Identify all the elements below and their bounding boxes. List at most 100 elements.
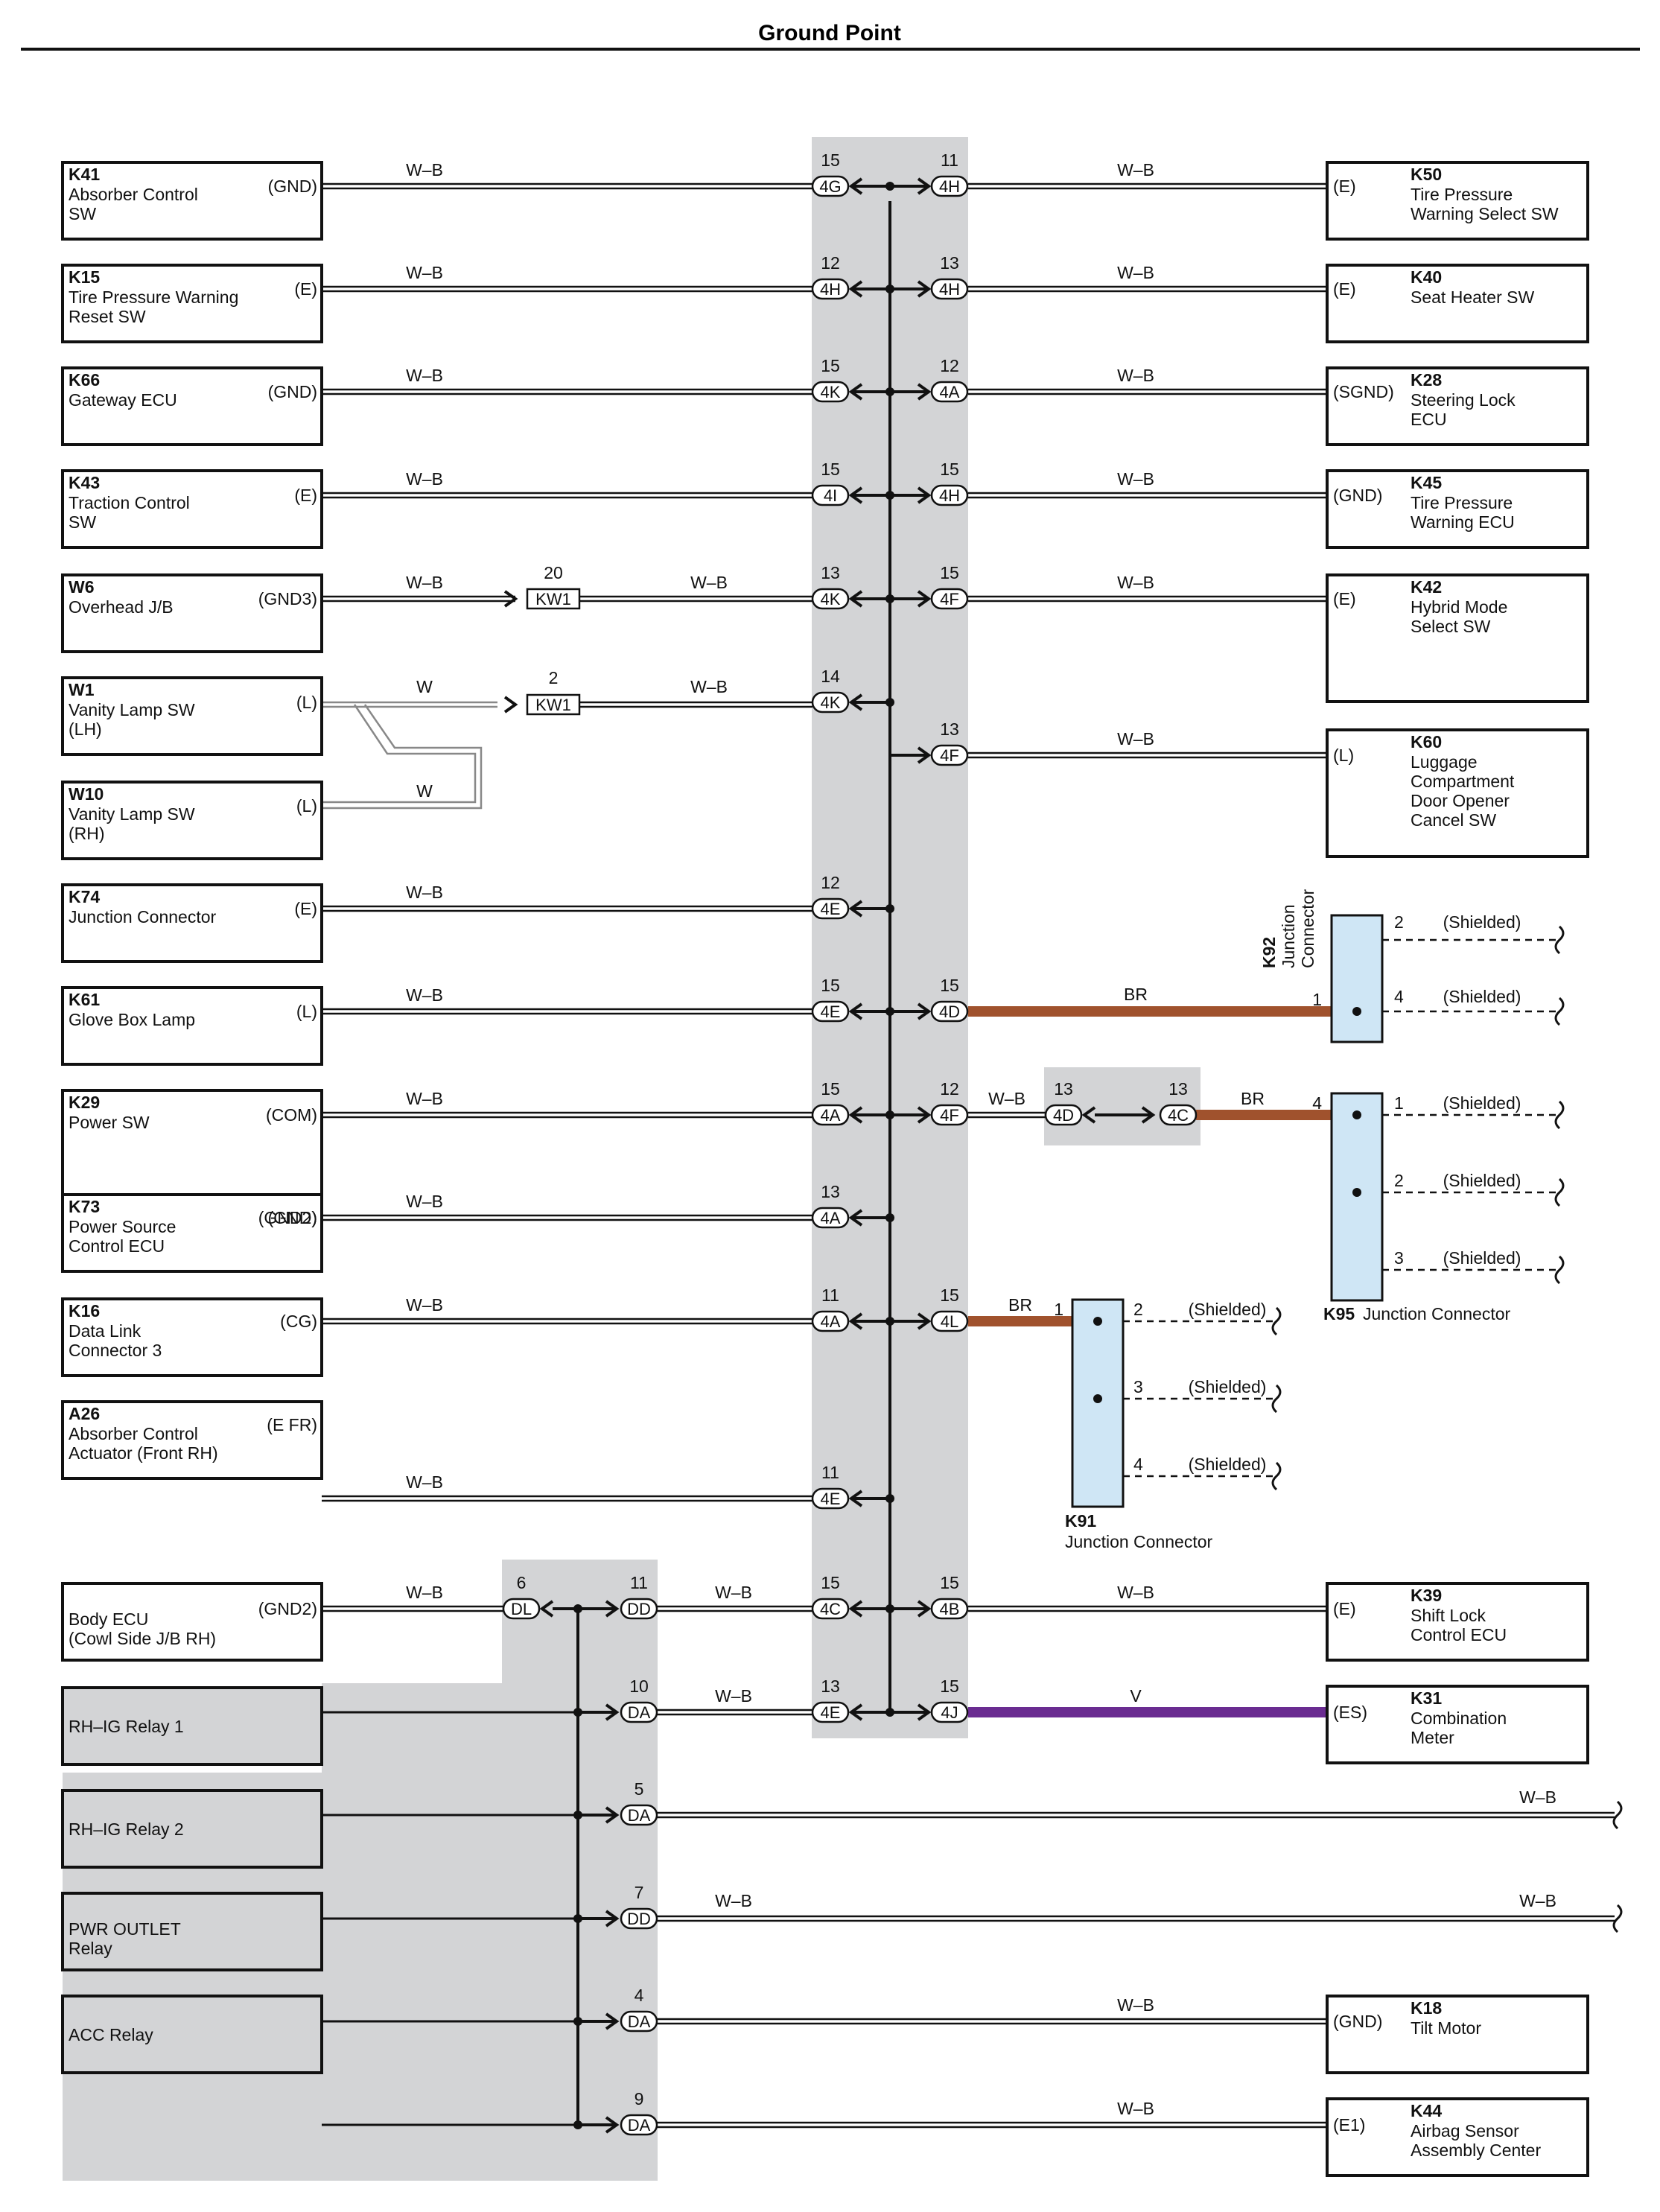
wire-w-link [322,704,483,810]
connector-code: 4K [821,383,841,401]
component-name: Relay [69,1939,112,1958]
wire-break-symbol [1554,1255,1565,1285]
connector-pin-number: 13 [940,719,959,739]
connector-4a [811,1310,850,1332]
connector-pin-number: 12 [940,1079,959,1099]
component-name: Tire Pressure [1411,493,1513,512]
splice-dot [885,698,894,707]
splice-dot [573,2017,582,2026]
component-name: Assembly Center [1411,2141,1541,2160]
splice-dot [573,1914,582,1923]
component-pin-label: (E1) [1333,2115,1365,2135]
connector-code: 4D [939,1002,960,1021]
splice-dot [885,182,894,191]
wire-label: W–B [1117,469,1154,489]
component-box-k28 [1326,366,1589,446]
shielded-label: (Shielded) [1189,1300,1267,1319]
component-box-k45 [1326,469,1589,549]
wire-label: W–B [406,1192,443,1211]
component-name: Warning ECU [1411,512,1515,532]
component-name: Power SW [69,1113,150,1132]
connector-4k [811,691,850,714]
connector-arrow-right [503,696,518,714]
component-code: K29 [69,1093,100,1112]
junction-pin: 1 [1312,990,1322,1009]
component-box-k42 [1326,573,1589,703]
shielded-label: (Shielded) [1443,1248,1521,1268]
wire-label: W–B [406,1295,443,1315]
connector-kw1 [526,693,581,716]
connector-arrow-left [848,486,863,504]
connector-arrow-left [848,1002,863,1020]
component-box-k61 [61,986,323,1066]
component-name: ECU [1411,410,1447,429]
connector-code: 4A [821,1209,841,1227]
connector-pin-number: 12 [821,873,840,892]
connector-arrow-right [917,590,932,608]
junction-pin: 1 [1394,1093,1404,1113]
connector-pin-number: 11 [630,1573,648,1592]
connector-code: 4H [939,280,960,299]
connector-kw1 [526,588,581,610]
component-name: Data Link [69,1321,141,1341]
component-pin-label: (SGND) [1333,382,1394,401]
connector-4d [930,1000,969,1023]
wire-label: W–B [406,263,443,282]
wire-label: W–B [406,985,443,1005]
component-name: SW [69,204,96,223]
connector-code: 4H [939,486,960,505]
connector-code: 4B [940,1600,960,1618]
component-name: Vanity Lamp SW [69,700,195,719]
connector-pin-number: 15 [821,356,840,375]
component-box-w6 [61,573,323,653]
connector-pin-number: 15 [940,1285,959,1305]
connector-4f [930,1104,969,1126]
component-pin-label: (CG) [280,1312,317,1331]
splice-dot [1352,1188,1361,1197]
connector-code: DA [628,1806,651,1825]
connector-4j [930,1701,969,1723]
wire-label: W–B [1519,1787,1556,1807]
component-code: K31 [1411,1688,1442,1708]
connector-code: 4E [821,1490,841,1508]
component-name: Tire Pressure [1411,185,1513,204]
connector-arrow-left [848,1600,863,1618]
connector-code: 4A [821,1312,841,1331]
component-code: K92 [1259,937,1279,968]
connector-4e [811,1701,850,1723]
connector-pin-number: 4 [635,1986,644,2005]
connector-arrow-right [917,280,932,298]
wire-label: W–B [1117,366,1154,385]
connector-code: KW1 [535,590,571,608]
component-name: Body ECU [69,1609,148,1629]
splice-dot [1093,1394,1102,1403]
component-code: K45 [1411,473,1442,492]
splice-dot [885,285,894,293]
connector-code: DA [628,2116,651,2135]
component-code: K73 [69,1197,100,1216]
splice-dot [573,1604,582,1613]
component-code: K91 [1065,1511,1096,1531]
connector-4e [811,1000,850,1023]
component-box-k39 [1326,1582,1589,1662]
connector-arrow-left [848,900,863,918]
component-name: Absorber Control [69,1424,198,1443]
component-box-k31 [1326,1685,1589,1764]
component-pin-label: (GND3) [258,589,317,608]
wire-label: W–B [406,366,443,385]
component-box-item17 [61,1995,323,2074]
splice-dot [1352,1007,1361,1016]
shielded-label: (Shielded) [1443,1171,1521,1190]
connector-4f [930,588,969,610]
component-name: Reset SW [69,307,146,326]
component-name: Vanity Lamp SW [69,804,195,824]
connector-arrow-left [539,1600,554,1618]
shielded-label: (Shielded) [1443,987,1521,1006]
component-code: K50 [1411,165,1442,184]
component-name: Junction Connector [69,907,217,927]
connector-da [620,2114,658,2136]
junction-pin: 4 [1312,1093,1322,1113]
connector-pin-number: 15 [821,976,840,995]
component-code: K40 [1411,267,1442,287]
connector-code: 4H [939,177,960,196]
